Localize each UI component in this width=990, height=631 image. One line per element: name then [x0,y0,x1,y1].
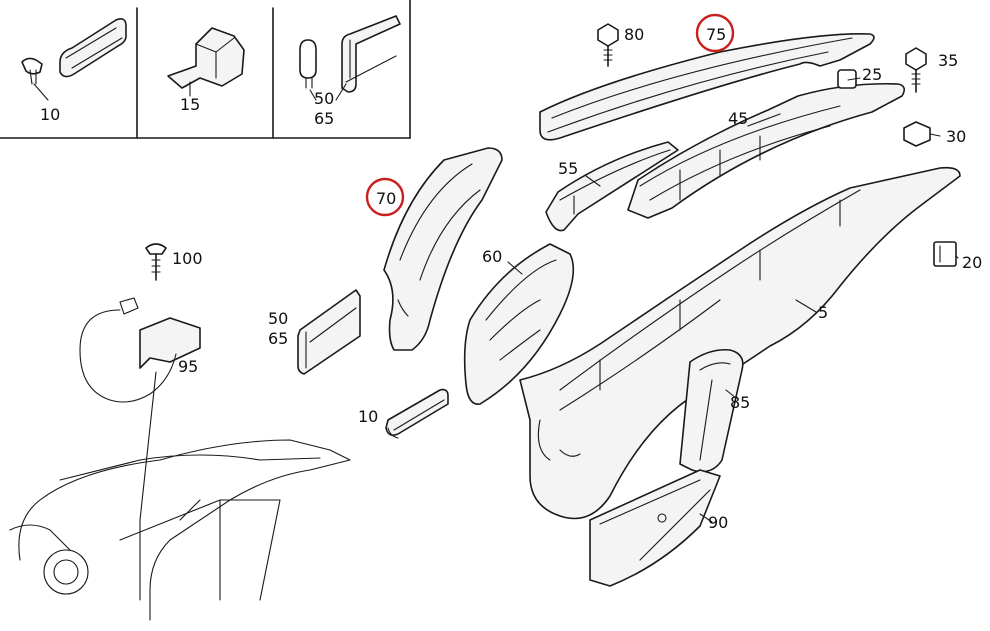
inset-label-65: 65 [314,109,334,128]
part-75-trim-strip [539,33,875,141]
callout-70: 70 [376,189,396,208]
highlight-circle-75 [695,13,735,53]
highlight-circle-70 [365,177,405,217]
part-5-main-duct [519,166,961,520]
fastener-35 [905,47,927,93]
screw-100 [145,243,167,281]
callout-25: 25 [862,65,882,84]
part-60-side-panel [463,243,575,405]
seal-strip-50-65 [297,289,361,375]
callout-labels: 80 75 35 25 45 30 55 70 20 60 100 5 50 6… [172,25,982,532]
inset-label-50: 50 [314,89,334,108]
seal-strip-10 [385,388,449,439]
callout-10: 10 [358,407,378,426]
inset-seal-clip-10: 10 [21,18,127,124]
highlight-marks [365,13,735,217]
fastener-80 [597,23,619,67]
callout-65: 65 [268,329,288,348]
part-55-bracket [545,141,679,232]
callout-35: 35 [938,51,958,70]
callout-50: 50 [268,309,288,328]
callout-100: 100 [172,249,203,268]
inset-bracket-15: 15 [167,27,245,114]
callout-60: 60 [482,247,502,266]
clip-30 [903,121,931,147]
leader-lines [507,77,959,523]
callout-30: 30 [946,127,966,146]
part-95-harness [79,297,201,521]
part-45-rail [627,82,906,219]
part-70-pillar-trim [383,147,503,351]
callout-75: 75 [706,25,726,44]
clip-20 [933,241,957,267]
callout-90: 90 [708,513,728,532]
inset-panels: 10 15 50 65 [0,0,411,139]
inset-label-15: 15 [180,95,200,114]
callout-20: 20 [962,253,982,272]
callout-5: 5 [818,303,828,322]
part-90-tray [589,469,721,587]
inset-seal-clip-50-65: 50 65 [299,15,401,128]
callout-80: 80 [624,25,644,44]
callout-95: 95 [178,357,198,376]
callout-45: 45 [728,109,748,128]
callout-55: 55 [558,159,578,178]
callout-85: 85 [730,393,750,412]
car-illustration [9,439,351,621]
inset-label-10: 10 [40,105,60,124]
